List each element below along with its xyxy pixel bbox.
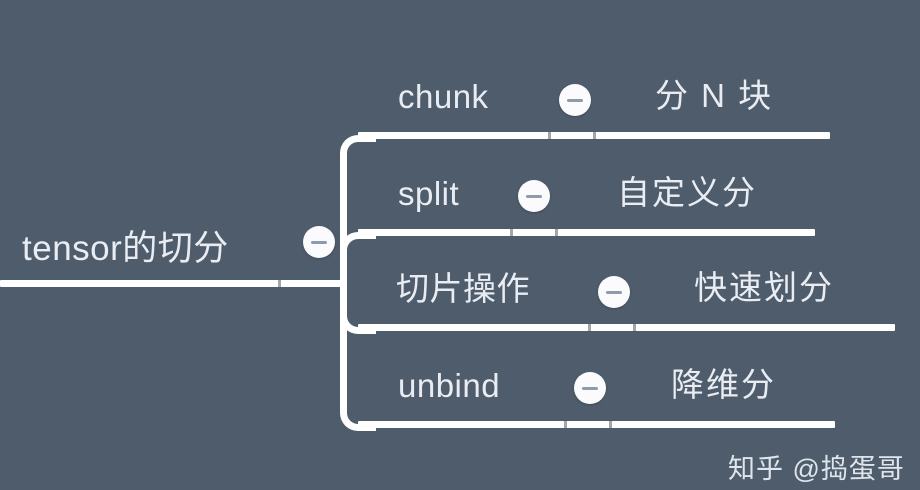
branch-underline-slice <box>358 324 895 331</box>
branch-collapse-minus-circle-icon-unbind[interactable] <box>574 372 606 404</box>
branch-underline-seam <box>548 132 551 139</box>
root-collapse-minus-circle-icon[interactable] <box>303 226 335 258</box>
branch-underline-seam <box>633 324 636 331</box>
branch-label-split[interactable]: split <box>398 175 460 212</box>
spine-elbow-up-split <box>340 232 376 283</box>
branch-value-unbind[interactable]: 降维分 <box>671 366 776 403</box>
branch-underline-seam <box>564 421 567 428</box>
root-node-label[interactable]: tensor的切分 <box>22 229 229 268</box>
branch-collapse-minus-circle-icon-split[interactable] <box>518 180 550 212</box>
branch-underline-seam <box>555 229 558 236</box>
branch-label-unbind[interactable]: unbind <box>398 367 501 404</box>
branch-underline-unbind <box>358 421 835 428</box>
branch-underline-seam <box>609 421 612 428</box>
spine-elbow-down-unbind <box>340 283 376 431</box>
watermark-text: 知乎 @捣蛋哥 <box>728 454 905 484</box>
branch-value-slice[interactable]: 快速划分 <box>694 269 834 306</box>
branch-label-slice[interactable]: 切片操作 <box>396 270 530 307</box>
branch-collapse-minus-circle-icon-chunk[interactable] <box>559 84 591 116</box>
branch-underline-seam <box>510 229 513 236</box>
branch-value-chunk[interactable]: 分 N 块 <box>655 77 774 114</box>
branch-label-chunk[interactable]: chunk <box>398 78 489 115</box>
branch-underline-seam <box>593 132 596 139</box>
root-underline-seam <box>278 280 281 287</box>
branch-collapse-minus-circle-icon-slice[interactable] <box>598 276 630 308</box>
branch-value-split[interactable]: 自定义分 <box>617 174 757 211</box>
branch-underline-seam <box>588 324 591 331</box>
branch-underline-split <box>358 229 815 236</box>
root-underline <box>0 280 340 287</box>
